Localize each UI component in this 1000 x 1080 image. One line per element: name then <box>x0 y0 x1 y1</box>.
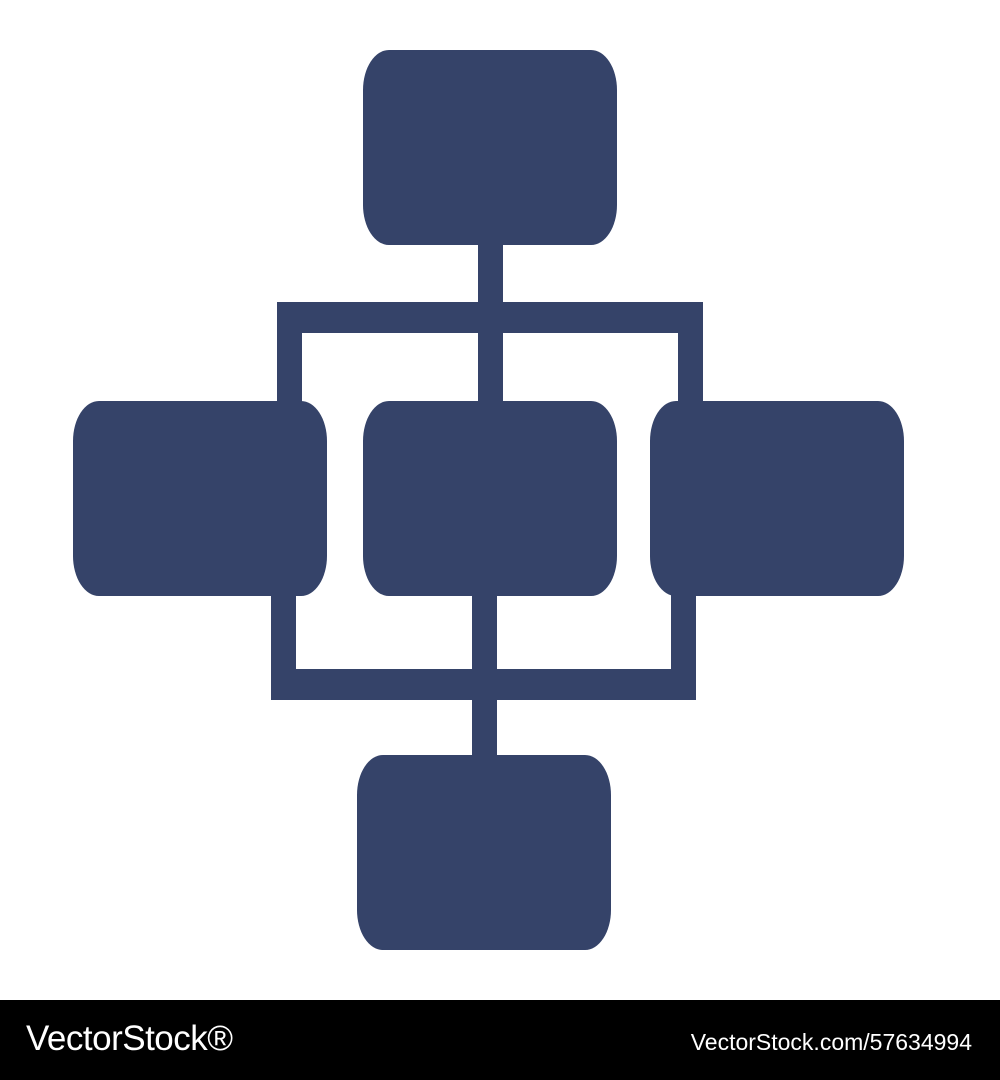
connector-center-upper <box>478 315 503 405</box>
node-middle-right <box>650 401 904 596</box>
node-middle-center <box>363 401 617 596</box>
hierarchy-flowchart-icon <box>73 50 904 950</box>
node-top <box>363 50 617 245</box>
node-bottom <box>357 755 611 950</box>
brand-logo: VectorStock® <box>26 1019 233 1058</box>
connector-upper-bracket <box>277 302 703 405</box>
watermark-bar: VectorStock® VectorStock.com/57634994 <box>0 1000 1000 1080</box>
connector-center-lower <box>472 590 497 760</box>
connector-lower-bracket <box>271 590 696 700</box>
node-middle-left <box>73 401 327 596</box>
image-id-label: VectorStock.com/57634994 <box>690 1029 972 1055</box>
